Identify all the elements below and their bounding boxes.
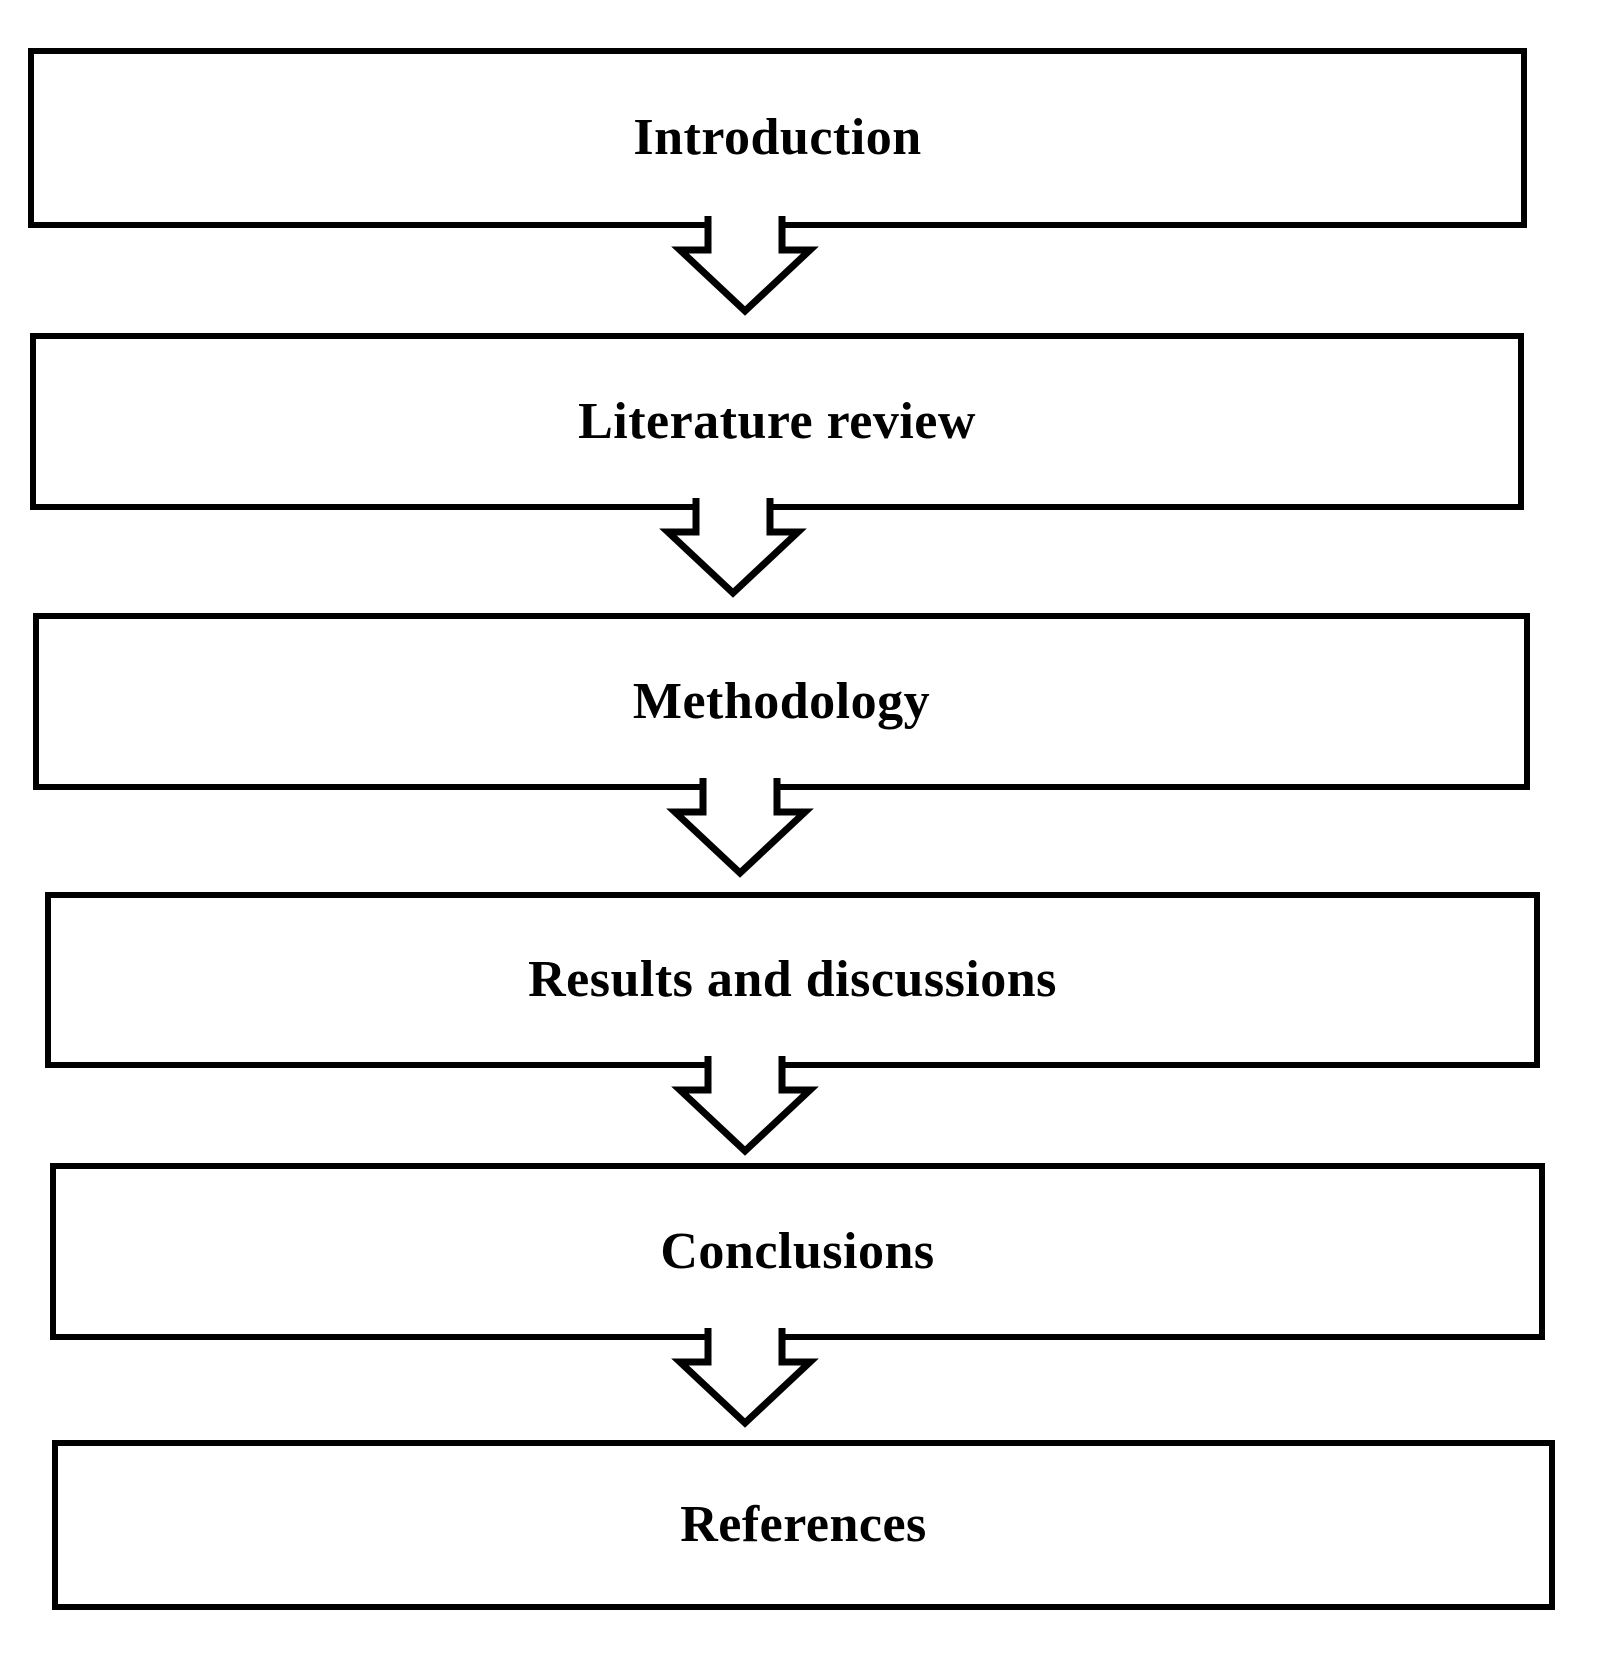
flow-node-label: Methodology: [632, 672, 931, 730]
flow-node-results-and-discussions[interactable]: Results and discussions: [45, 892, 1540, 1068]
flow-node-conclusions[interactable]: Conclusions: [50, 1163, 1545, 1340]
flow-connector-arrow-down: [666, 778, 814, 878]
flow-node-label: References: [680, 1496, 927, 1554]
flow-node-label: Conclusions: [660, 1222, 935, 1280]
flow-connector-arrow-down: [671, 216, 819, 316]
flow-connector-arrow-down: [659, 498, 807, 598]
flow-node-label: Results and discussions: [528, 951, 1057, 1009]
flow-node-references[interactable]: References: [52, 1440, 1555, 1610]
flow-node-methodology[interactable]: Methodology: [33, 613, 1530, 790]
flow-node-literature-review[interactable]: Literature review: [30, 333, 1524, 510]
flow-node-label: Introduction: [633, 109, 922, 167]
flow-node-label: Literature review: [578, 392, 976, 450]
flow-node-introduction[interactable]: Introduction: [28, 48, 1527, 228]
flow-connector-arrow-down: [671, 1056, 819, 1156]
flow-connector-arrow-down: [671, 1328, 819, 1428]
